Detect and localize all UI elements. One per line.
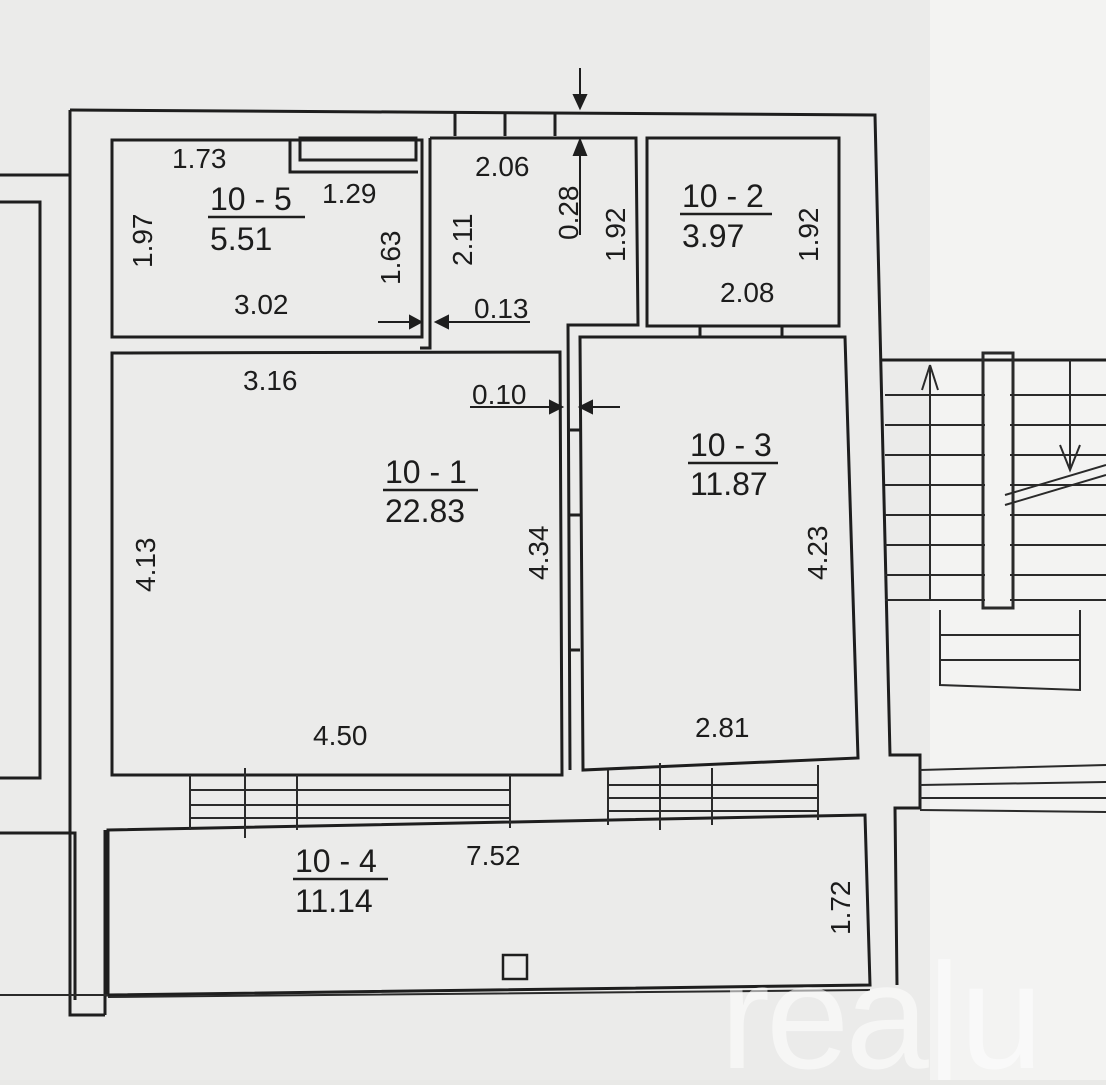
room-area: 11.87 xyxy=(690,466,768,502)
dim-label: 2.81 xyxy=(695,712,750,743)
room-id: 10 - 2 xyxy=(682,178,764,214)
room-area: 5.51 xyxy=(210,221,272,257)
room-area: 22.83 xyxy=(385,493,465,529)
dim-label: 3.02 xyxy=(234,289,289,320)
dim-label: 0.28 xyxy=(553,186,584,241)
room-area: 3.97 xyxy=(682,218,744,254)
page-curl-light xyxy=(930,0,1106,1080)
dim-label: 0.10 xyxy=(472,379,527,410)
room-10-2-label: 10 - 2 3.97 xyxy=(680,178,772,254)
walls xyxy=(0,108,1106,1017)
room-10-5-label: 10 - 5 5.51 xyxy=(208,181,305,257)
dim-label: 2.11 xyxy=(447,214,478,266)
dim-label: 0.13 xyxy=(474,293,529,324)
dim-label: 4.13 xyxy=(130,538,161,593)
balcony-drain xyxy=(501,953,529,981)
dim-label: 2.06 xyxy=(475,151,530,182)
room-10-3-label: 10 - 3 11.87 xyxy=(688,427,778,502)
dim-label: 1.72 xyxy=(825,881,856,936)
room-area: 11.14 xyxy=(295,883,373,919)
dim-label: 3.16 xyxy=(243,365,298,396)
dim-label: 1.97 xyxy=(127,214,158,269)
window-rails xyxy=(0,763,1106,998)
room-id: 10 - 5 xyxy=(210,181,292,217)
dim-label: 1.92 xyxy=(600,208,631,263)
dimension-arrows xyxy=(378,68,620,415)
watermark-logo: rea|u xyxy=(720,932,1039,1080)
dim-label: 4.34 xyxy=(523,526,554,581)
dim-label: 4.50 xyxy=(313,720,368,751)
dim-label: 1.73 xyxy=(172,143,227,174)
dim-label: 1.63 xyxy=(375,231,406,286)
room-id: 10 - 1 xyxy=(385,454,467,490)
room-10-4-label: 10 - 4 11.14 xyxy=(293,843,388,919)
dim-label: 2.08 xyxy=(720,277,775,308)
room-id: 10 - 4 xyxy=(295,843,377,879)
room-id: 10 - 3 xyxy=(690,427,772,463)
dim-label: 4.23 xyxy=(802,526,833,581)
room-10-1-label: 10 - 1 22.83 xyxy=(383,454,478,529)
dim-label: 7.52 xyxy=(466,840,521,871)
dim-label: 1.92 xyxy=(793,208,824,263)
staircase xyxy=(885,351,1106,692)
dim-label: 1.29 xyxy=(322,178,377,209)
